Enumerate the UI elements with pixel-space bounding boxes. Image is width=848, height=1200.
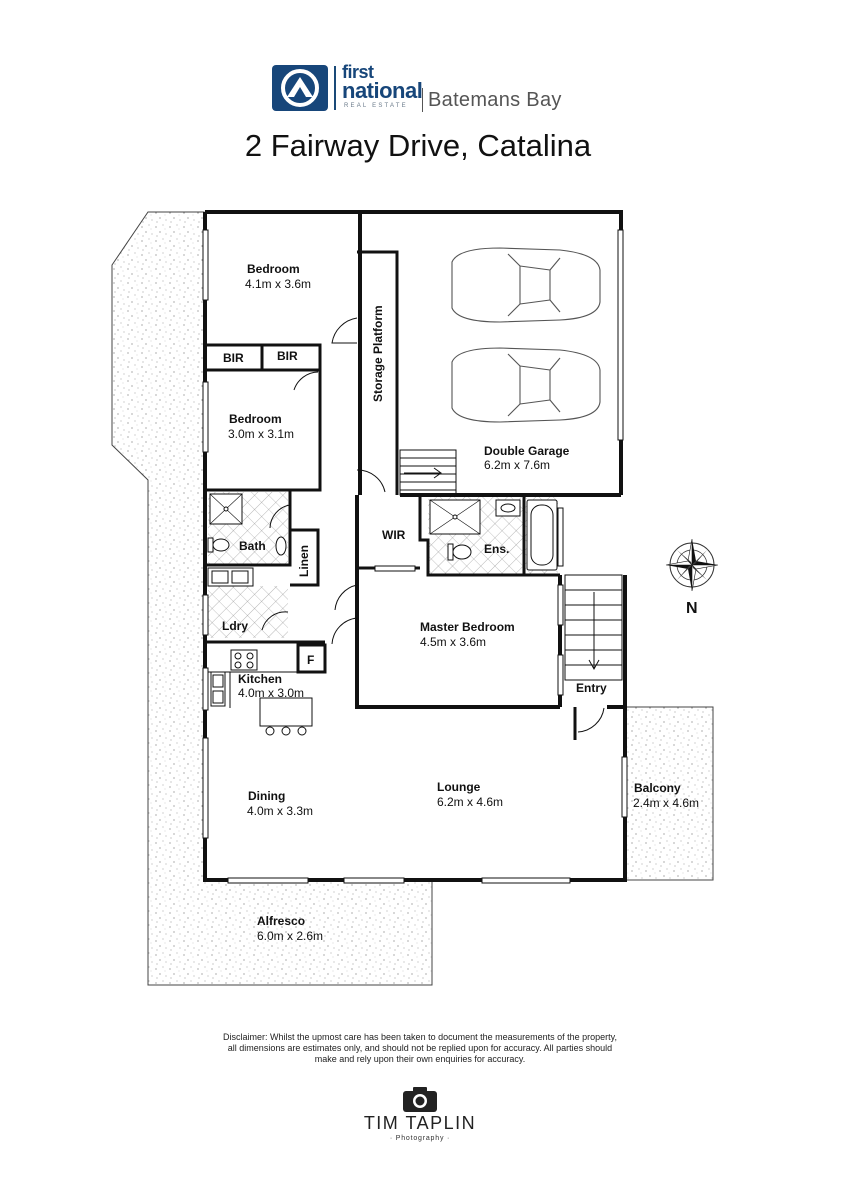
room-dims-dining: 4.0m x 3.3m bbox=[247, 804, 313, 818]
cooktop-icon bbox=[230, 649, 258, 671]
windows bbox=[202, 229, 628, 884]
room-name-kitchen: Kitchen bbox=[238, 672, 282, 686]
compass-north-label: N bbox=[686, 600, 698, 617]
logo-real-estate: REAL ESTATE bbox=[344, 103, 408, 109]
room-name-wir: WIR bbox=[382, 528, 406, 542]
bathtub-icon bbox=[526, 499, 558, 571]
garage-stairs bbox=[399, 449, 457, 496]
room-name-laundry: Ldry bbox=[222, 619, 248, 633]
basin-icon bbox=[275, 536, 287, 556]
room-name-bir-2: BIR bbox=[277, 349, 298, 363]
logo-bar bbox=[334, 66, 336, 110]
entry-stairs bbox=[564, 574, 623, 681]
balcony-area bbox=[624, 706, 714, 881]
room-name-bath: Bath bbox=[239, 539, 266, 553]
logo-divider bbox=[422, 88, 423, 112]
room-name-bir-1: BIR bbox=[223, 351, 244, 365]
room-name-dining: Dining bbox=[248, 789, 285, 803]
room-name-balcony: Balcony bbox=[634, 781, 681, 795]
room-name-garage: Double Garage bbox=[484, 444, 570, 458]
car-icon bbox=[451, 347, 601, 423]
fridge-label: F bbox=[307, 653, 314, 667]
photographer-sub: · Photography · bbox=[389, 1135, 451, 1142]
photographer-name: TIM TAPLIN bbox=[363, 1113, 477, 1133]
logo-branch: Batemans Bay bbox=[428, 89, 562, 111]
room-dims-lounge: 6.2m x 4.6m bbox=[437, 795, 503, 809]
ensuite-basin-icon bbox=[495, 499, 521, 517]
kitchen-sink-icon bbox=[210, 671, 226, 707]
first-national-logo: first national REAL ESTATE Batemans Bay bbox=[272, 62, 572, 118]
doors bbox=[261, 317, 605, 733]
disclaimer-line-3: make and rely upon their own enquiries f… bbox=[314, 1054, 526, 1064]
ensuite-toilet-icon bbox=[447, 543, 472, 561]
room-name-ensuite: Ens. bbox=[484, 542, 509, 556]
disclaimer-line-2: all dimensions are estimates only, and s… bbox=[227, 1043, 613, 1053]
car-icon bbox=[451, 247, 601, 323]
shower-icon bbox=[209, 493, 243, 525]
page-title: 2 Fairway Drive, Catalina bbox=[244, 128, 592, 163]
room-dims-alfresco: 6.0m x 2.6m bbox=[257, 929, 323, 943]
photographer-logo: TIM TAPLIN · Photography · bbox=[340, 1085, 500, 1155]
room-dims-master-bedroom: 4.5m x 3.6m bbox=[420, 635, 486, 649]
camera-icon bbox=[403, 1087, 437, 1112]
first-national-emblem-icon bbox=[272, 65, 328, 111]
toilet-icon bbox=[207, 537, 230, 553]
room-dims-balcony: 2.4m x 4.6m bbox=[633, 796, 699, 810]
ensuite-shower-icon bbox=[429, 499, 481, 535]
room-name-linen: Linen bbox=[297, 545, 311, 577]
disclaimer: Disclaimer: Whilst the upmost care has b… bbox=[200, 1032, 640, 1065]
laundry-sink-icon bbox=[207, 567, 254, 587]
disclaimer-line-1: Disclaimer: Whilst the upmost care has b… bbox=[222, 1032, 618, 1042]
room-name-lounge: Lounge bbox=[437, 780, 481, 794]
room-dims-garage: 6.2m x 7.6m bbox=[484, 458, 550, 472]
interior-walls bbox=[203, 250, 577, 740]
room-dims-bedroom-1: 4.1m x 3.6m bbox=[245, 277, 311, 291]
room-dims-kitchen: 4.0m x 3.0m bbox=[238, 686, 304, 700]
laundry-tiles bbox=[208, 586, 288, 638]
room-name-entry: Entry bbox=[576, 681, 607, 695]
room-name-bedroom-1: Bedroom bbox=[247, 262, 300, 276]
kitchen-island bbox=[259, 697, 313, 736]
room-name-master-bedroom: Master Bedroom bbox=[420, 620, 515, 634]
room-name-storage-platform: Storage Platform bbox=[371, 305, 385, 402]
header: first national REAL ESTATE Batemans Bay … bbox=[0, 0, 848, 200]
floor-plan: Bedroom 4.1m x 3.6m BIR BIR Bedroom 3.0m… bbox=[111, 210, 719, 986]
room-dims-bedroom-2: 3.0m x 3.1m bbox=[228, 427, 294, 441]
room-name-alfresco: Alfresco bbox=[257, 914, 305, 928]
logo-national: national bbox=[342, 78, 423, 103]
logo-first: first bbox=[342, 62, 374, 82]
compass-icon bbox=[665, 538, 719, 592]
room-name-bedroom-2: Bedroom bbox=[229, 412, 282, 426]
